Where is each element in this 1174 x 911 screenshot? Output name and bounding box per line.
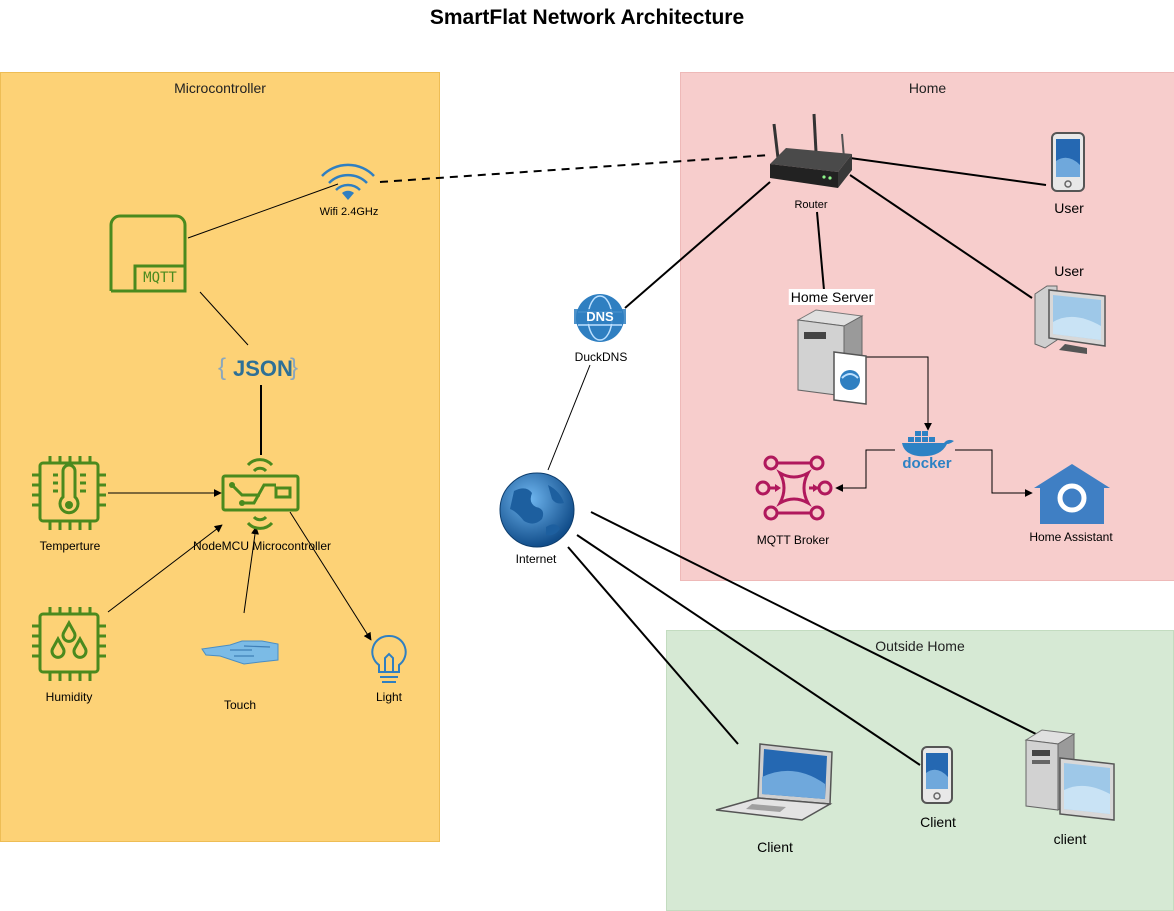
light-bulb-icon [370,634,408,686]
link-docker-broker [835,449,895,492]
link-router-user-pc [849,174,1033,299]
nodemcu-icon [220,455,300,533]
client-pc-label: client [1053,831,1087,847]
duckdns-label: DuckDNS [574,350,628,364]
home-assistant-icon [1032,462,1112,524]
link-touch-nodemcu [243,526,259,614]
link-wifi-router [379,154,771,183]
docker-label: docker [902,455,952,472]
client-phone-icon [920,745,954,805]
temperature-sensor-icon [30,455,108,531]
link-nodemcu-light [289,511,372,641]
client-laptop-label: Client [757,839,793,855]
microcontroller-zone-label: Microcontroller [174,80,266,96]
touch-label: Touch [223,698,257,712]
user-computer-icon [1033,282,1107,356]
mqtt-client-icon [108,213,190,295]
internet-label: Internet [515,552,557,566]
humidity-sensor-icon [30,606,108,682]
home-assistant-label: Home Assistant [1029,530,1113,544]
client-phone-label: Client [920,814,956,830]
link-humidity-nodemcu [107,524,223,613]
link-internet-client-phone [576,534,921,766]
diagram-title: SmartFlat Network Architecture [429,6,745,29]
mqtt-badge: MQTT [143,270,177,286]
wifi-label: Wifi 2.4GHz [319,206,379,218]
link-docker-home-assistant [955,449,1033,497]
nodemcu-label: NodeMCU Microcontroller [192,539,332,553]
link-router-server [816,211,825,291]
microcontroller-zone: Microcontroller [0,72,440,842]
link-duckdns-internet [547,364,591,471]
user-phone-label: User [1054,200,1084,216]
link-internet-client-laptop [567,546,739,745]
router-label: Router [794,199,828,211]
home-server-label: Home Server [788,289,876,305]
client-computer-icon [1024,728,1116,826]
link-mqtt-wifi [187,183,339,239]
temperature-label: Temperture [39,539,101,553]
router-icon [768,112,854,192]
link-internet-client-pc [590,511,1043,738]
json-icon: { JSON } [218,354,299,381]
link-router-duckdns [624,181,771,309]
humidity-label: Humidity [45,690,93,704]
touch-hand-icon [200,636,280,670]
docker-whale-icon [900,428,956,458]
link-mqtt-json [199,291,249,346]
wifi-icon [318,158,378,202]
home-zone-label: Home [908,80,947,96]
internet-globe-icon [498,471,576,549]
light-label: Light [375,690,403,704]
user-phone-icon [1050,131,1086,193]
duckdns-icon: DNS [574,292,626,344]
link-server-docker [866,356,932,431]
client-laptop-icon [714,742,834,822]
link-router-user-phone [849,157,1047,186]
json-label: JSON [233,356,293,381]
mqtt-broker-icon [755,455,833,521]
home-server-icon [794,308,868,406]
mqtt-broker-label: MQTT Broker [756,533,830,547]
outside-home-zone-label: Outside Home [875,638,965,654]
dns-badge: DNS [574,309,626,324]
user-pc-label: User [1054,263,1084,279]
